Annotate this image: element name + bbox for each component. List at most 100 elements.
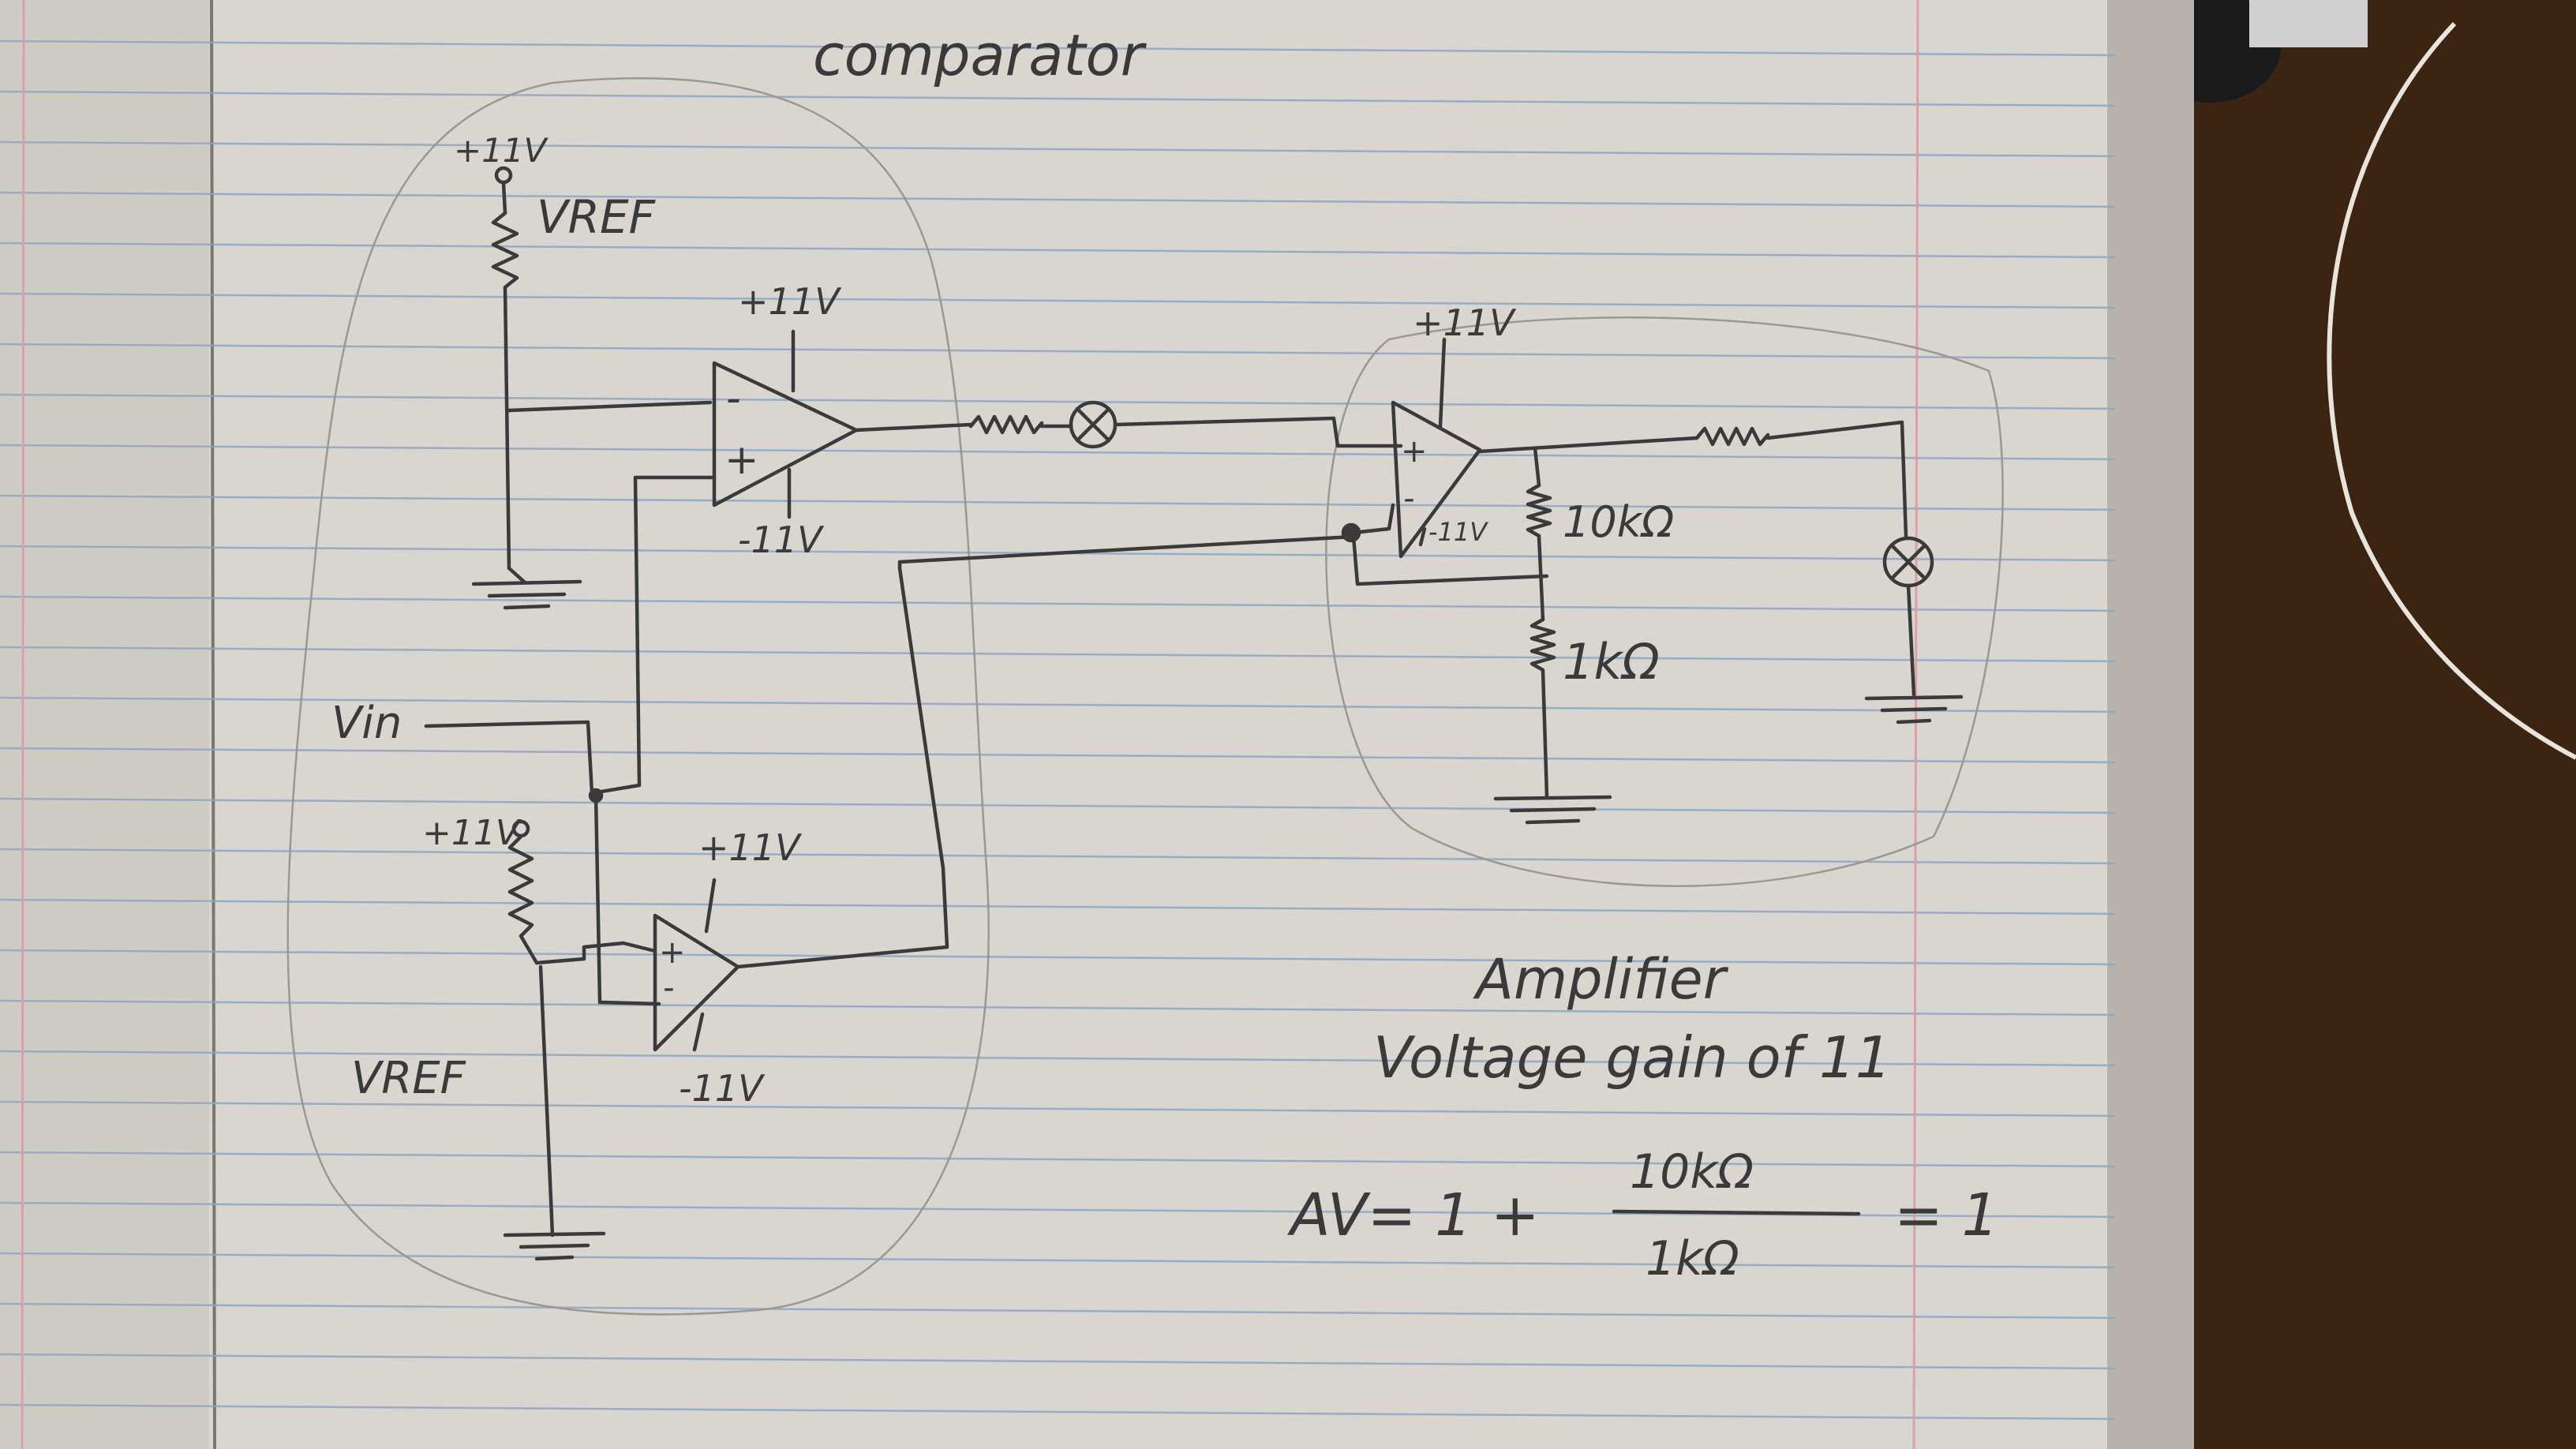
opamp1-pos-supply-label: +11V xyxy=(738,280,842,323)
wire-to-opamp3-minus xyxy=(1351,503,1395,535)
opamp2-minus-label: - xyxy=(663,970,674,1006)
formula-fraction-bar xyxy=(1612,1209,1861,1216)
left-page xyxy=(0,0,217,1449)
opamp1-plus-label: + xyxy=(724,436,759,484)
wire xyxy=(1906,583,1916,697)
left-margin-line xyxy=(21,0,25,1449)
resistor-10k-label: 10kΩ xyxy=(1563,497,1674,547)
opamp3-triangle xyxy=(1391,400,1482,559)
ground-symbol xyxy=(503,1231,606,1261)
opamp2-pos-supply-label: +11V xyxy=(698,826,803,869)
wire-lamp1-to-opamp3 xyxy=(1113,416,1336,427)
ruled-line xyxy=(0,595,2116,612)
ruled-line xyxy=(0,747,2116,764)
formula-result: = 1 xyxy=(1894,1181,1999,1249)
opamp2-neg-supply-wire xyxy=(692,1012,705,1052)
amplifier-outline xyxy=(1325,316,2004,887)
wire xyxy=(519,934,539,965)
ruled-line xyxy=(0,292,2116,309)
wire-opamp2-output xyxy=(736,534,1356,969)
comparator-outline xyxy=(286,77,990,1316)
formula-numerator: 10kΩ xyxy=(1630,1144,1754,1200)
amplifier-title: Amplifier xyxy=(1473,947,1729,1012)
ruled-line xyxy=(0,898,2116,915)
ruled-line xyxy=(0,999,2116,1017)
supply-label-top: +11V xyxy=(454,131,549,170)
ruled-line xyxy=(0,39,2116,57)
wire-vin-to-opamp1-plus xyxy=(590,475,717,796)
opamp3-pos-supply-label: +11V xyxy=(1413,301,1517,344)
opamp2-neg-supply-label: -11V xyxy=(679,1067,766,1110)
ruled-line xyxy=(0,1353,2116,1370)
opamp3-neg-supply-label: -11V xyxy=(1428,517,1488,547)
ruled-line xyxy=(0,140,2116,158)
formula-denominator: 1kΩ xyxy=(1646,1231,1739,1286)
ruled-line xyxy=(0,696,2116,713)
ruled-line xyxy=(0,848,2116,865)
ruled-line xyxy=(0,393,2116,410)
output-resistor-2 xyxy=(1694,426,1770,447)
ruled-line xyxy=(0,1403,2116,1421)
wire-vin xyxy=(424,720,594,796)
vref-label-top: VREF xyxy=(537,190,657,244)
right-margin-line xyxy=(1912,0,1919,1449)
white-cable xyxy=(2327,21,2576,760)
voltage-gain-text: Voltage gain of 11 xyxy=(1373,1024,1892,1091)
wire-vref-left-down xyxy=(538,964,555,1237)
output-resistor-1 xyxy=(968,414,1044,435)
opamp3-neg-supply-wire xyxy=(1418,526,1427,547)
opamp1-triangle xyxy=(712,361,859,507)
resistor-1k-label: 1kΩ xyxy=(1563,633,1660,691)
opamp1-neg-supply-label: -11V xyxy=(738,519,825,561)
ruled-line xyxy=(0,797,2116,814)
wire-to-opamp1-minus xyxy=(507,400,713,413)
formula-lhs: AV= 1 + xyxy=(1287,1181,1540,1249)
opamp3-plus-label: + xyxy=(1401,433,1428,470)
opamp3-minus-label: - xyxy=(1403,481,1414,517)
opamp2-pos-supply-wire xyxy=(704,878,717,934)
wire-vref-down xyxy=(503,285,511,571)
ruled-line xyxy=(0,90,2116,107)
ruled-line xyxy=(0,191,2116,208)
ruled-line xyxy=(0,494,2116,511)
wire-vref-to-opamp2 xyxy=(534,941,657,965)
opamp2-plus-label: + xyxy=(659,934,686,971)
ruled-line xyxy=(0,444,2116,461)
ground-symbol xyxy=(471,566,582,610)
ruled-line xyxy=(0,1050,2116,1067)
wire-opamp3-output xyxy=(1477,436,1699,454)
wire-to-lamp2 xyxy=(1765,420,1908,539)
wire-to-opamp3-plus xyxy=(1331,416,1403,448)
opamp2-triangle xyxy=(653,913,740,1052)
ruled-line xyxy=(0,1100,2116,1118)
opamp3-pos-supply-wire xyxy=(1438,337,1447,429)
ground-symbol xyxy=(1493,795,1612,825)
vref-label-bottom: VREF xyxy=(351,1053,466,1104)
wire-feedback-ground xyxy=(1351,534,1549,586)
ruled-line xyxy=(0,1151,2116,1168)
resistor-1k xyxy=(1530,617,1556,672)
ruled-line xyxy=(0,242,2116,259)
comparator-title: comparator xyxy=(813,22,1148,88)
ruled-line xyxy=(0,1302,2116,1320)
desk-shadow xyxy=(2131,0,2576,1449)
vref-resistor-top xyxy=(491,211,519,290)
ruled-line xyxy=(0,646,2116,663)
vin-label: Vin xyxy=(331,698,402,749)
opamp1-minus-label: - xyxy=(726,375,741,422)
device-label xyxy=(2249,0,2368,47)
book-edge xyxy=(2107,0,2194,1449)
vref-resistor-left xyxy=(507,834,534,938)
wire xyxy=(501,181,507,215)
supply-label-left: +11V xyxy=(422,813,522,853)
resistor-10k xyxy=(1526,483,1552,538)
page-spine xyxy=(210,0,216,1449)
ground-symbol xyxy=(1864,695,1964,724)
wire-feedback-top xyxy=(1533,446,1541,488)
ruled-line xyxy=(0,949,2116,966)
wire-opamp1-output xyxy=(854,422,973,432)
wire xyxy=(1541,668,1549,799)
ruled-line xyxy=(0,343,2116,360)
ruled-lines xyxy=(0,39,2116,1421)
